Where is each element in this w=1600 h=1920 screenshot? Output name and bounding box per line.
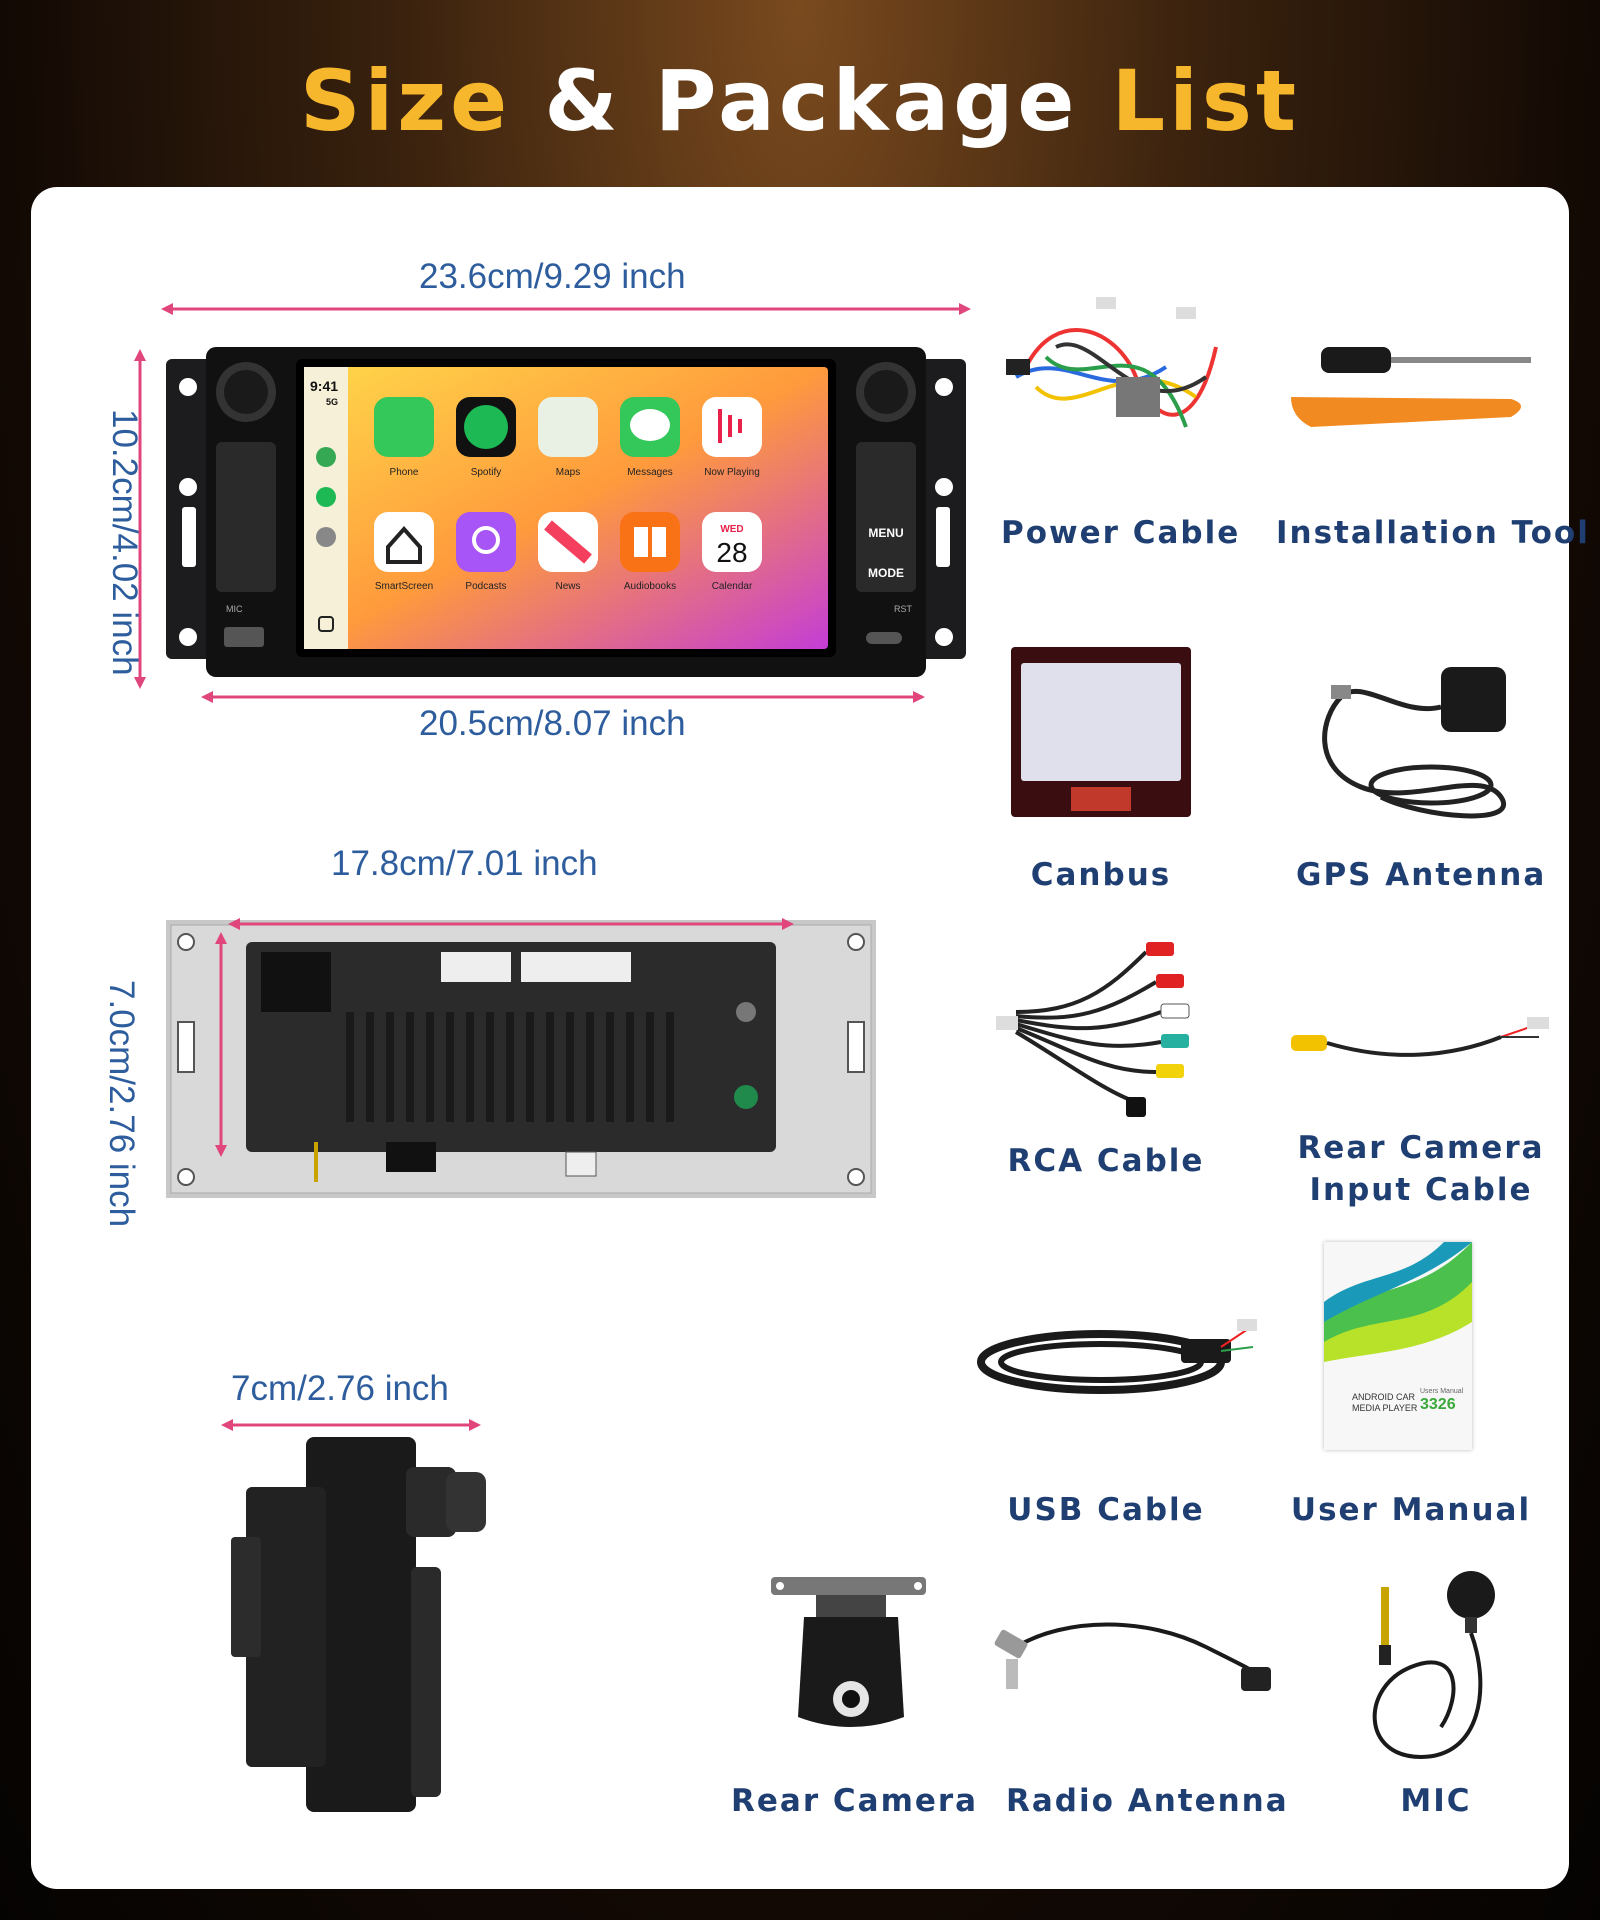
calendar-date: 28 xyxy=(716,537,747,568)
head-unit-back xyxy=(166,918,876,1198)
page-title: Size & Package List xyxy=(299,52,1301,150)
depth-arrow xyxy=(221,1419,481,1431)
front-width-dimension: 23.6cm/9.29 inch xyxy=(419,257,686,296)
canbus-icon xyxy=(1011,647,1191,817)
package-label-installation-tool: Installation Tool xyxy=(1276,515,1590,551)
package-label-radio-antenna: Radio Antenna xyxy=(1006,1783,1289,1819)
front-inner-width-dimension: 20.5cm/8.07 inch xyxy=(419,704,686,743)
audiobooks-app-icon xyxy=(620,512,680,572)
mic-icon xyxy=(1372,1571,1495,1760)
calendar-day: WED xyxy=(720,524,743,535)
rear-camera-input-cable-icon xyxy=(1291,1017,1549,1057)
package-label-rear-camera-input-cable: Rear Camera Input Cable xyxy=(1297,1130,1545,1208)
content-card: 23.6cm/9.29 inch 10.2cm/4.02 inch MENU M… xyxy=(31,187,1590,1889)
rear-camera-icon xyxy=(771,1577,926,1727)
package-label-rca-cable: RCA Cable xyxy=(1007,1143,1205,1179)
front-width-arrow xyxy=(161,303,971,315)
head-unit-side xyxy=(231,1437,486,1812)
svg-text:Maps: Maps xyxy=(556,467,580,478)
svg-text:Podcasts: Podcasts xyxy=(465,581,506,592)
installation-tool-icon xyxy=(1291,347,1531,427)
svg-text:Phone: Phone xyxy=(390,467,419,478)
svg-text:Calendar: Calendar xyxy=(712,581,753,592)
status-signal: 5G xyxy=(326,397,338,407)
svg-text:Audiobooks: Audiobooks xyxy=(624,581,676,592)
svg-text:SmartScreen: SmartScreen xyxy=(375,581,433,592)
package-label-canbus: Canbus xyxy=(1030,857,1172,893)
head-unit-front: MENU MODE MIC RST 9:41 5G Phone Spotify … xyxy=(166,347,966,677)
mode-button: MODE xyxy=(868,566,904,580)
back-width-dimension: 17.8cm/7.01 inch xyxy=(331,844,598,883)
power-cable-icon xyxy=(1006,297,1218,428)
maps-app-icon xyxy=(538,397,598,457)
rst-label: RST xyxy=(894,604,913,614)
usb-cable-icon xyxy=(977,1319,1257,1394)
depth-dimension: 7cm/2.76 inch xyxy=(231,1369,449,1408)
package-label-gps-antenna: GPS Antenna xyxy=(1296,857,1547,893)
radio-antenna-icon xyxy=(994,1622,1271,1691)
calendar-app-icon xyxy=(702,512,762,572)
package-label-user-manual: User Manual xyxy=(1290,1492,1532,1528)
back-height-dimension: 7.0cm/2.76 inch xyxy=(102,980,141,1228)
mic-label: MIC xyxy=(226,604,243,614)
gps-antenna-icon xyxy=(1322,667,1506,819)
svg-text:Messages: Messages xyxy=(627,467,673,478)
user-manual-icon: ANDROID CAR MEDIA PLAYER Users Manual 33… xyxy=(1324,1242,1472,1450)
svg-text:Spotify: Spotify xyxy=(471,467,502,478)
back-height-arrow xyxy=(215,932,227,1157)
front-inner-width-arrow xyxy=(201,691,925,703)
svg-text:News: News xyxy=(555,581,580,592)
menu-button: MENU xyxy=(868,526,903,540)
phone-app-icon xyxy=(374,397,434,457)
rca-cable-icon xyxy=(996,942,1190,1117)
status-time: 9:41 xyxy=(310,378,338,394)
package-label-rear-camera: Rear Camera xyxy=(731,1783,979,1819)
package-label-usb-cable: USB Cable xyxy=(1007,1492,1205,1528)
front-height-arrow xyxy=(134,349,146,689)
podcasts-app-icon xyxy=(456,512,516,572)
package-label-mic: MIC xyxy=(1400,1783,1472,1819)
svg-text:Now Playing: Now Playing xyxy=(704,467,760,478)
package-label-power-cable: Power Cable xyxy=(1001,515,1241,551)
